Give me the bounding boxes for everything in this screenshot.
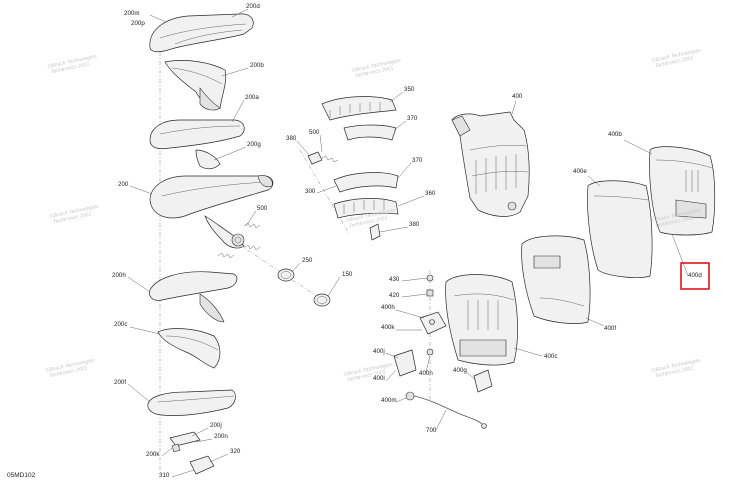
callout-layer: 200m 200p 200d 200b 200a 200g 200 500 200h 250 150… (112, 3, 702, 479)
watermark: ©Bosch TechnologiesTechtronics 2001 (343, 361, 395, 384)
callout-360: 360 (425, 190, 436, 197)
part-250-gasket (277, 268, 295, 282)
callout-200a: 200a (245, 94, 259, 101)
part-370-clamp-lower (333, 172, 399, 193)
diagram-code: 05MD102 (7, 472, 36, 479)
part-400e-shield (587, 180, 653, 278)
part-400h-bracket (419, 311, 447, 335)
callout-380: 380 (409, 221, 420, 228)
callout-400m: 400m (381, 397, 396, 404)
callout-400j: 400j (373, 348, 385, 355)
callout-420: 420 (389, 292, 400, 299)
part-400f-shield (521, 235, 591, 324)
callout-200k: 200k (146, 451, 160, 458)
callout-400g: 400g (453, 367, 467, 374)
part-200-muffler-body (149, 175, 274, 249)
callout-200f: 200f (114, 379, 126, 386)
part-200d-top-shield (149, 13, 254, 53)
part-500-springs-left (217, 222, 261, 259)
part-400-muffler (451, 111, 530, 217)
watermark: ©Bosch TechnologiesTechtronics 2001 (47, 53, 99, 76)
callout-400d: 400d (688, 272, 702, 279)
callout-300: 300 (305, 188, 316, 195)
part-200h-shield (149, 271, 238, 323)
callout-380: 380 (286, 135, 297, 142)
callout-500: 500 (257, 205, 268, 212)
part-700-cable (413, 395, 487, 429)
callout-400n: 400n (419, 370, 433, 377)
callout-350: 350 (404, 86, 415, 93)
watermark: ©Bosch TechnologiesTechtronics 2001 (351, 57, 403, 80)
callout-200n: 200n (214, 433, 228, 440)
watermark: ©Bosch TechnologiesTechtronics 2001 (49, 203, 101, 226)
highlight-box-400d (680, 262, 710, 290)
callout-200h: 200h (112, 272, 126, 279)
part-370-clamp-upper (343, 124, 397, 141)
callout-200: 200 (118, 181, 129, 188)
part-350-pipe-shield (321, 96, 397, 121)
part-400m-nut (405, 391, 415, 401)
callout-200d: 200d (246, 3, 260, 10)
watermark: ©Bosch TechnologiesTechtronics 2001 (651, 357, 703, 380)
part-310-bracket (189, 455, 215, 475)
callout-400: 400 (512, 93, 523, 100)
callout-400l: 400l (373, 375, 385, 382)
watermark-layer: ©Bosch TechnologiesTechtronics 2001 ©Bosc… (45, 47, 703, 384)
part-380-spring-upper (307, 151, 339, 165)
callout-200p: 200p (131, 20, 145, 27)
part-200f-lower-shield (147, 389, 236, 416)
callout-200g: 200g (247, 141, 261, 148)
callout-250: 250 (302, 257, 313, 264)
watermark: ©Bosch TechnologiesTechtronics 2001 (651, 47, 703, 70)
callout-150: 150 (342, 271, 353, 278)
callout-200b: 200b (250, 62, 264, 69)
part-430-fasteners (426, 274, 434, 356)
callout-310: 310 (159, 472, 170, 479)
part-360-pipe-shield (333, 198, 399, 219)
part-200c-shield (157, 328, 221, 369)
part-200b-heat-shield (164, 60, 227, 111)
callout-400b: 400b (608, 131, 622, 138)
leader-lines (127, 8, 689, 478)
part-200a-shield (149, 119, 245, 150)
callout-700: 700 (426, 427, 437, 434)
part-400b-outer-shield (649, 146, 716, 236)
part-400g-bracket (473, 369, 493, 393)
callout-200j: 200j (210, 422, 222, 429)
callout-430: 430 (389, 276, 400, 283)
part-200k-bracket (169, 431, 201, 453)
callout-400c: 400c (544, 353, 557, 360)
callout-370: 370 (407, 115, 418, 122)
callout-500: 500 (309, 129, 320, 136)
callout-400e: 400e (573, 168, 587, 175)
callout-400f: 400f (604, 325, 616, 332)
watermark: ©Bosch TechnologiesTechtronics 2001 (45, 357, 97, 380)
part-150-gasket (313, 293, 331, 307)
callout-400h: 400h (381, 304, 395, 311)
part-200g-shield-lower (195, 149, 221, 170)
callout-320: 320 (230, 448, 241, 455)
part-400j-bracket (393, 349, 417, 377)
callout-370: 370 (412, 157, 423, 164)
callout-200c: 200c (114, 321, 127, 328)
callout-400k: 400k (381, 324, 395, 331)
part-380-spring-lower (369, 223, 381, 241)
callout-200m: 200m (124, 10, 139, 17)
part-400c-shield (445, 274, 518, 366)
